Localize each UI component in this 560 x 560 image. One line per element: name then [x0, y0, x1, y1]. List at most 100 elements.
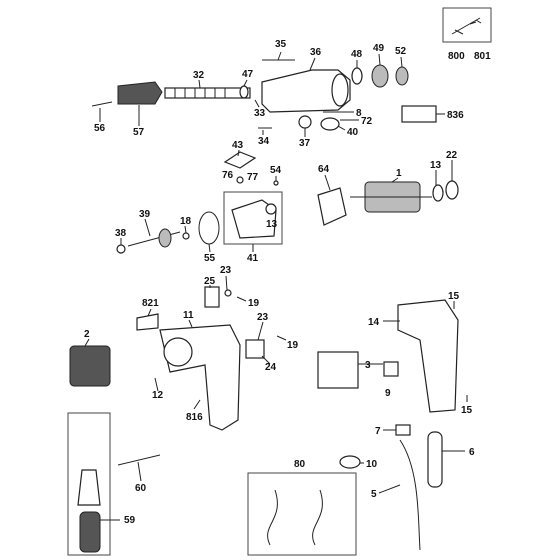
- callout-7: 7: [375, 426, 381, 437]
- callout-3: 3: [365, 360, 371, 371]
- brush-leads: [267, 489, 323, 546]
- depth-rod-60: [117, 454, 161, 466]
- callout-11: 11: [183, 310, 194, 321]
- ring-55: [198, 211, 220, 245]
- capacitor-9: [383, 361, 399, 377]
- callout-13b: 13: [266, 219, 278, 230]
- callout-25: 25: [204, 276, 216, 287]
- callout-36: 36: [310, 47, 322, 58]
- filter-10: [339, 455, 361, 469]
- knob-37: [298, 115, 312, 129]
- callout-23b: 23: [257, 312, 269, 323]
- ball-76: [236, 176, 244, 184]
- clamp-7: [395, 424, 411, 436]
- ball-18: [182, 232, 190, 240]
- callout-10: 10: [366, 459, 378, 470]
- callout-15a: 15: [448, 291, 460, 302]
- callout-41: 41: [247, 253, 259, 264]
- gear-housing-36: [261, 69, 351, 113]
- callout-47: 47: [242, 69, 254, 80]
- leader-lines: [84, 51, 468, 521]
- callout-2: 2: [84, 329, 90, 340]
- callout-22: 22: [446, 150, 458, 161]
- callout-14: 14: [368, 317, 380, 328]
- bearing-13: [432, 184, 444, 202]
- callout-15b: 15: [461, 405, 473, 416]
- callout-64: 64: [318, 164, 330, 175]
- shaft-39: [127, 231, 181, 247]
- callout-39: 39: [139, 209, 151, 220]
- washer-48: [351, 67, 363, 85]
- callout-18: 18: [180, 216, 192, 227]
- screw-19: [236, 296, 247, 302]
- bearing-13b: [265, 203, 277, 215]
- callout-6: 6: [469, 447, 475, 458]
- label-821: [136, 313, 159, 331]
- ball-54: [273, 180, 279, 186]
- callout-52: 52: [395, 46, 407, 57]
- callout-35: 35: [275, 39, 287, 50]
- callout-49: 49: [373, 43, 385, 54]
- handle-14: [397, 299, 459, 413]
- gear-39: [158, 228, 172, 248]
- washer-38: [116, 244, 126, 254]
- callout-40: 40: [347, 127, 359, 138]
- brush-24: [245, 339, 265, 359]
- callout-836: 836: [447, 110, 464, 121]
- callout-1: 1: [396, 168, 402, 179]
- callout-72: 72: [361, 116, 373, 127]
- callout-5: 5: [371, 489, 377, 500]
- side-handle-grip: [79, 511, 101, 553]
- callout-800: 800: [448, 51, 465, 62]
- callout-54: 54: [270, 165, 282, 176]
- screw-19b: [276, 335, 287, 341]
- field-2: [69, 345, 111, 387]
- callout-80: 80: [294, 459, 306, 470]
- spindle-32: [164, 87, 251, 99]
- callout-60: 60: [135, 483, 147, 494]
- housing-face: [331, 73, 349, 107]
- callout-816: 816: [186, 412, 203, 423]
- callout-9: 9: [385, 388, 391, 399]
- callout-12: 12: [152, 390, 164, 401]
- gear-52: [395, 66, 409, 86]
- callout-23a: 23: [220, 265, 232, 276]
- cord-5: [399, 439, 421, 551]
- callout-76: 76: [222, 170, 234, 181]
- side-handle-frame-59: [67, 412, 111, 556]
- housing-face-11: [163, 337, 193, 367]
- label-836: [401, 105, 437, 123]
- callout-8: 8: [356, 108, 362, 119]
- callout-77: 77: [247, 172, 259, 183]
- tool-kit-part: [451, 17, 482, 35]
- callout-57: 57: [133, 127, 145, 138]
- brush-kit-frame-80: [247, 472, 357, 556]
- switch-25: [204, 286, 220, 308]
- callout-801: 801: [474, 51, 491, 62]
- baffle-64: [317, 187, 347, 226]
- chuck-57: [117, 81, 163, 105]
- callout-19b: 19: [287, 340, 299, 351]
- brush-holder-23: [224, 289, 232, 297]
- gearbox-41: [231, 199, 277, 239]
- callout-32: 32: [193, 70, 205, 81]
- kit-frame-800: [442, 7, 492, 43]
- ring-47: [239, 85, 249, 99]
- callout-33: 33: [254, 108, 266, 119]
- side-handle-clamp: [77, 469, 101, 506]
- callout-13a: 13: [430, 160, 442, 171]
- bearing-22: [445, 180, 459, 200]
- callout-24: 24: [265, 362, 277, 373]
- plate-43: [223, 151, 257, 169]
- part-40: [320, 117, 340, 131]
- callout-821: 821: [142, 298, 159, 309]
- spindle-thread: [174, 88, 226, 98]
- sleeve-6: [427, 431, 443, 488]
- screw-56: [91, 101, 113, 107]
- callout-55: 55: [204, 253, 216, 264]
- callout-19a: 19: [248, 298, 260, 309]
- callout-48: 48: [351, 49, 363, 60]
- callout-59: 59: [124, 515, 136, 526]
